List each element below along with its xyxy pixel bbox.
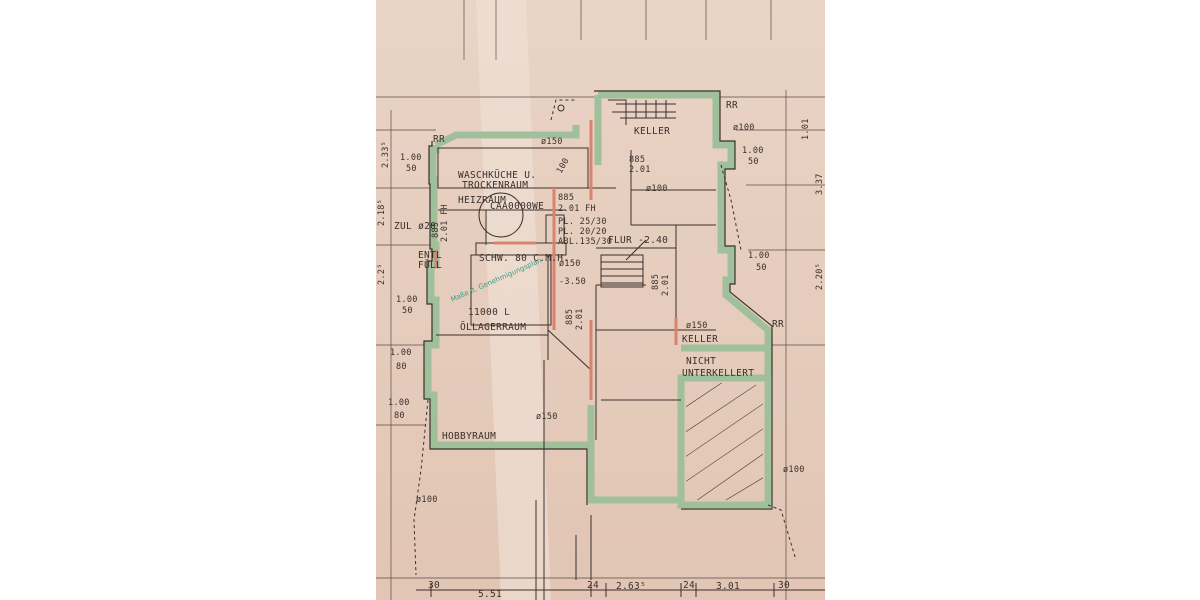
- drain-marker: [557, 104, 565, 112]
- staircase-top: [608, 99, 676, 125]
- dim-left-2b: 50: [402, 306, 413, 316]
- tank-volume-label: 11000 L: [468, 307, 510, 318]
- dim-201-d: 2.01: [575, 308, 585, 330]
- dim-885-a: 885: [558, 193, 574, 203]
- flur-label: FLUR -2.40: [608, 235, 668, 246]
- diameter-150-bottom-label: ø150: [536, 412, 558, 422]
- dim-100: 100: [555, 156, 572, 175]
- diameter-150-top-label: ø150: [541, 137, 563, 147]
- dim-right-2a: 1.00: [748, 251, 770, 261]
- dim-left-1b: 50: [406, 164, 417, 174]
- dim-left-3b: 80: [396, 362, 407, 372]
- staircase-mid: [600, 254, 644, 288]
- dim-bottom-3: 24: [587, 580, 599, 591]
- keller-top-label: KELLER: [634, 126, 670, 137]
- diameter-100-right-bottom-label: ø100: [783, 465, 805, 475]
- diameter-100-mid-label: ø100: [646, 184, 668, 194]
- dim-left-vertical-2: 2.18⁵: [377, 199, 387, 226]
- outer-walls: [423, 90, 773, 510]
- dim-right-1b: 50: [748, 157, 759, 167]
- floor-plan-sheet: RR ø150 RR ø100 KELLER 885 2.01 ø100 WAS…: [376, 0, 825, 600]
- dim-201-b: 2.01: [629, 165, 651, 175]
- oellager-label: ÖLLAGERRAUM: [460, 322, 526, 333]
- fuell-label: FÜLL: [418, 260, 442, 271]
- dim-bottom-2: 5.51: [478, 589, 502, 600]
- paper-fold: [476, 0, 551, 600]
- schw-label: SCHW. 80 C.M.H.: [479, 253, 569, 264]
- dim-right-vertical-2: 3.37: [815, 173, 825, 195]
- dim-left-1a: 1.00: [400, 153, 422, 163]
- hatched-area: [686, 383, 763, 500]
- dim-bottom-5: 24: [683, 580, 695, 591]
- dim-left-vertical-1: 2.33⁵: [381, 141, 391, 168]
- dim-left-3a: 1.00: [390, 348, 412, 358]
- interior-walls: [436, 147, 716, 600]
- floor-plan-drawing: RR ø150 RR ø100 KELLER 885 2.01 ø100 WAS…: [376, 0, 825, 600]
- waschkueche-label: WASCHKÜCHE U.: [458, 170, 536, 181]
- dim-left-4a: 1.00: [388, 398, 410, 408]
- diameter-150-mid-label: ø150: [559, 259, 581, 269]
- entl-label: ENTL: [418, 250, 442, 261]
- pl-25-30: PL. 25/30: [558, 217, 607, 227]
- dashed-outline: [413, 99, 797, 576]
- dim-201-c: 2.01: [661, 274, 671, 296]
- bottom-dimension-line: [416, 583, 825, 597]
- abl-135-30: ABL.135/30: [558, 237, 612, 247]
- rr-top-right-label: RR: [726, 100, 738, 111]
- diameter-150-keller-label: ø150: [686, 321, 708, 331]
- dim-885-e: 885: [431, 222, 441, 238]
- dim-left-2a: 1.00: [396, 295, 418, 305]
- dim-right-vertical-3: 2.20⁵: [815, 263, 825, 290]
- dim-left-4b: 80: [394, 411, 405, 421]
- dim-bottom-6: 3.01: [716, 581, 740, 592]
- dim-right-vertical-1: 1.01: [801, 118, 811, 140]
- zul-label: ZUL ø20: [394, 221, 436, 232]
- diameter-100-top-right-label: ø100: [733, 123, 755, 133]
- dim-885-d: 885: [565, 309, 575, 325]
- dim-left-vertical-3: 2.2⁵: [377, 263, 387, 285]
- dim-bottom-1: 30: [428, 580, 440, 591]
- nicht-label: NICHT: [686, 356, 716, 367]
- dim-right-1a: 1.00: [742, 146, 764, 156]
- heizraum-label: HEIZRAUM: [458, 195, 506, 206]
- dim-bottom-7: 30: [778, 580, 790, 591]
- caa-label: CAA0000WE: [490, 201, 544, 212]
- minus-350-label: -3.50: [559, 277, 586, 287]
- dim-885-b: 885: [629, 155, 645, 165]
- rr-top-left-label: RR: [433, 134, 445, 145]
- chimney-circle: [478, 192, 524, 238]
- red-markings: [434, 120, 678, 400]
- unterkellert-label: UNTERKELLERT: [682, 368, 754, 379]
- dim-885-c: 885: [651, 274, 661, 290]
- rr-right-mid-label: RR: [772, 319, 784, 330]
- dim-right-2b: 50: [756, 263, 767, 273]
- dim-bottom-4: 2.63⁵: [616, 581, 646, 592]
- dim-201-a: 2.01 FH: [558, 204, 596, 214]
- dim-201-e: 2.01 FH: [440, 204, 450, 242]
- diameter-100-left-bottom-label: ø100: [416, 495, 438, 505]
- pl-20-20: PL. 20/20: [558, 227, 607, 237]
- keller-mid-label: KELLER: [682, 334, 718, 345]
- reference-lines: [376, 0, 825, 600]
- hobbyraum-label: HOBBYRAUM: [442, 431, 496, 442]
- trockenraum-label: TROCKENRAUM: [462, 180, 528, 191]
